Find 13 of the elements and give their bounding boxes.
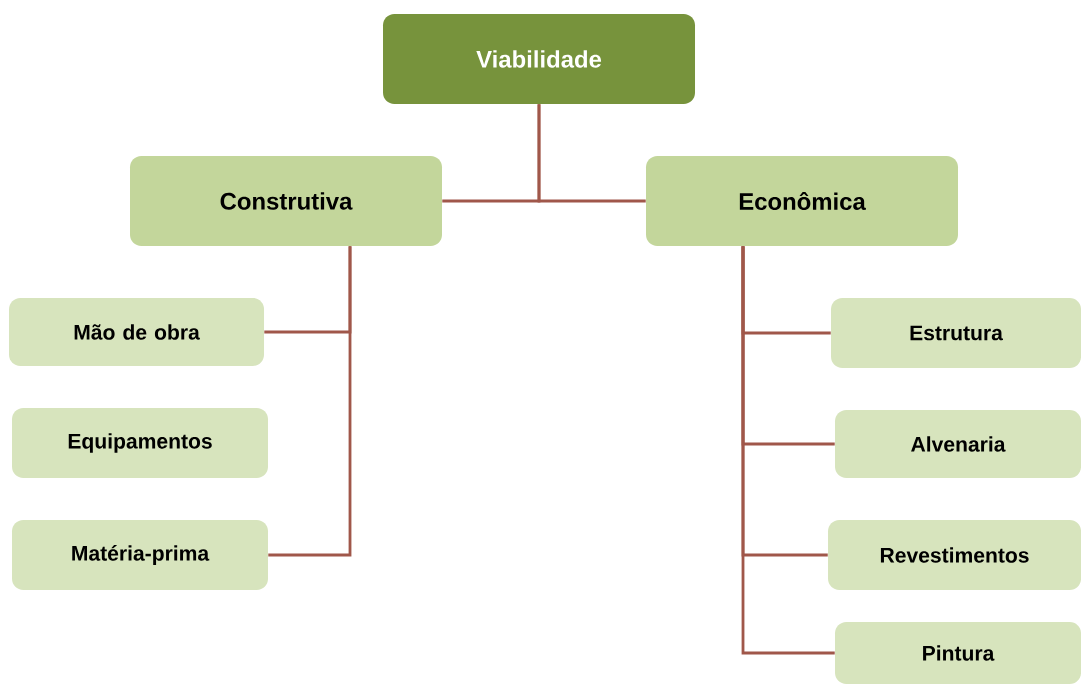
category-box: Econômica bbox=[646, 156, 958, 246]
connector bbox=[741, 246, 835, 655]
item-box: Revestimentos bbox=[828, 520, 1081, 590]
item-box: Mão de obra bbox=[9, 298, 265, 366]
connector bbox=[537, 104, 646, 203]
item-box: Estrutura bbox=[831, 298, 1081, 368]
category-box: Construtiva bbox=[130, 156, 442, 246]
title-box: Viabilidade bbox=[383, 14, 695, 104]
connector bbox=[268, 246, 352, 557]
item-box: Equipamentos bbox=[12, 408, 268, 478]
item-box: Pintura bbox=[835, 622, 1081, 684]
item-box: Matéria-prima bbox=[12, 520, 268, 590]
item-box: Alvenaria bbox=[835, 410, 1081, 478]
